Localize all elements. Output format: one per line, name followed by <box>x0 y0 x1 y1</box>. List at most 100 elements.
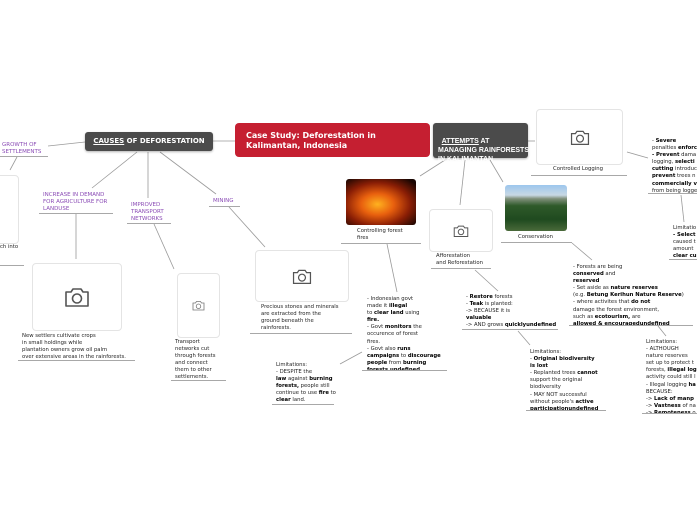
bold-text-run: illegal <box>388 303 408 310</box>
bold-text-run: Betung Kerihun Nature Reserve <box>586 292 682 299</box>
fires-caption: Controlling forest fires <box>357 228 403 242</box>
text-run: activity could still l - Illegal logging <box>646 374 696 388</box>
divider <box>272 404 334 405</box>
bold-text-run: Remoteness <box>654 410 691 416</box>
bold-text-run: clear land <box>374 310 404 317</box>
bold-text-run: burning forests.undefined <box>367 359 427 373</box>
text-run: using <box>405 310 420 317</box>
bold-text-run: - Prevent <box>652 152 680 159</box>
divider <box>0 156 48 157</box>
divider <box>0 265 24 266</box>
text-run: o <box>691 410 695 416</box>
text-run: to <box>399 352 408 359</box>
bold-text-run: illegal log <box>667 367 697 374</box>
logging-measures-text: - Severe penalties enforc - Prevent dama… <box>652 138 697 195</box>
mining-label[interactable]: MINING <box>213 198 234 204</box>
bold-text-run: fire. <box>367 317 380 324</box>
text-run: the occurence of forest fires. - Govt al… <box>367 324 422 352</box>
bold-text-run: monitors <box>384 324 412 331</box>
conservation-image[interactable] <box>505 185 567 231</box>
text-run: - Govt <box>367 324 384 331</box>
text-run: - Replanted trees <box>530 370 576 377</box>
text-run: caused t amount <box>673 239 696 253</box>
bold-text-run: ecotourism, <box>594 313 631 320</box>
divider <box>250 333 352 334</box>
central-topic[interactable]: Case Study: Deforestation in Kalimantan,… <box>235 123 430 157</box>
divider <box>648 193 697 194</box>
text-run: - <box>652 138 656 144</box>
transport-networks-label[interactable]: IMPROVED TRANSPORT NETWORKS <box>131 202 164 222</box>
forest-fire-image[interactable] <box>346 179 416 225</box>
divider <box>569 325 693 326</box>
divider <box>531 175 627 176</box>
bold-text-run: clear <box>276 397 291 404</box>
text-run: dama logging, <box>652 152 697 166</box>
fire-limitations-text: Limitations: - DESPITE the law against b… <box>276 362 336 405</box>
bold-text-run: fire <box>318 390 329 397</box>
text-run: support the original biodiversity - MAY … <box>530 377 587 405</box>
text-run: land. <box>290 397 306 404</box>
text-run: -> AND grows <box>466 322 504 329</box>
afforestation-limitations-text: Limitations: - Original biodiversity is … <box>530 349 598 413</box>
mining-text: Precious stones and minerals are extract… <box>261 304 339 332</box>
bold-text-run: runs campaigns <box>367 345 411 359</box>
camera-icon <box>192 301 205 311</box>
bold-text-run: ha <box>688 381 696 388</box>
text-run: Limitations: - <box>530 349 562 363</box>
text-run: from <box>387 359 403 366</box>
mining-image-card[interactable] <box>255 250 349 302</box>
text-run: Limitations: - ALTHOUGH nature reserves … <box>646 339 694 374</box>
text-run: forests - <box>466 294 513 308</box>
bold-text-run: quicklyundefined <box>504 322 557 329</box>
bold-text-run: Vastness <box>654 402 681 409</box>
bold-text-run: burning forests, <box>276 376 333 390</box>
text-run: of na -> <box>646 402 696 416</box>
attempts-title-rest: AT MANAGING RAINFORESTS IN KALIMANTAN <box>438 138 529 163</box>
bold-text-run: cutting <box>652 166 674 173</box>
bold-text-run: do not <box>631 299 651 306</box>
divider <box>127 223 171 224</box>
camera-icon <box>65 288 89 307</box>
afforestation-image-card[interactable] <box>429 209 493 252</box>
bold-text-run: Lack of manp <box>654 395 694 402</box>
text-run: and <box>605 271 616 278</box>
logging-image-card[interactable] <box>536 109 623 165</box>
attempts-node[interactable]: ATTEMPTS AT MANAGING RAINFORESTS IN KALI… <box>433 123 529 163</box>
agriculture-image-card[interactable] <box>32 263 122 331</box>
bold-text-run: - Select <box>673 232 696 239</box>
bold-text-run: commercially v <box>652 180 697 187</box>
camera-icon <box>453 225 469 237</box>
text-run: penalties <box>652 145 677 152</box>
divider <box>171 380 226 381</box>
divider <box>431 268 491 269</box>
causes-title-underlined: CAUSES <box>93 137 125 145</box>
divider <box>18 360 135 361</box>
bold-text-run: nature reserves <box>610 285 658 292</box>
restore-forests-text: - Restore forests - Teak is planted: -> … <box>466 294 556 329</box>
transport-text: Transport networks cut through forests a… <box>175 339 216 381</box>
transport-image-card[interactable] <box>177 273 220 338</box>
bold-text-run: enforc <box>677 145 697 152</box>
bold-text-run: discourage people <box>367 352 441 366</box>
settlements-card[interactable] <box>0 175 19 244</box>
text-run: from being logge <box>652 187 697 194</box>
bold-text-run: conserved <box>573 271 604 278</box>
causes-node[interactable]: CAUSES OF DEFORESTATION <box>85 132 213 151</box>
divider <box>501 242 572 243</box>
central-topic-title: Case Study: Deforestation in Kalimantan,… <box>246 131 376 150</box>
text-run: are <box>631 313 641 320</box>
bold-text-run: clear cu <box>673 253 697 260</box>
conservation-text: - Forests are being conserved and reserv… <box>573 264 684 328</box>
growth-of-settlements-label[interactable]: GROWTH OF SETTLEMENTS <box>2 142 42 155</box>
text-run: - Forests are being <box>573 264 623 270</box>
bold-text-run: law <box>276 376 287 383</box>
bold-text-run: valuable <box>466 315 492 322</box>
logging-caption: Controlled Logging <box>553 166 603 172</box>
bold-text-run: Teak <box>469 301 484 308</box>
bold-text-run: Restore <box>469 294 493 300</box>
conservation-caption: Conservation <box>518 234 554 240</box>
divider <box>341 243 421 244</box>
agriculture-demand-label[interactable]: INCREASE IN DEMAND FOR AGRICULTURE FOR L… <box>43 192 108 212</box>
text-run: BECAUSE: -> <box>646 388 673 402</box>
